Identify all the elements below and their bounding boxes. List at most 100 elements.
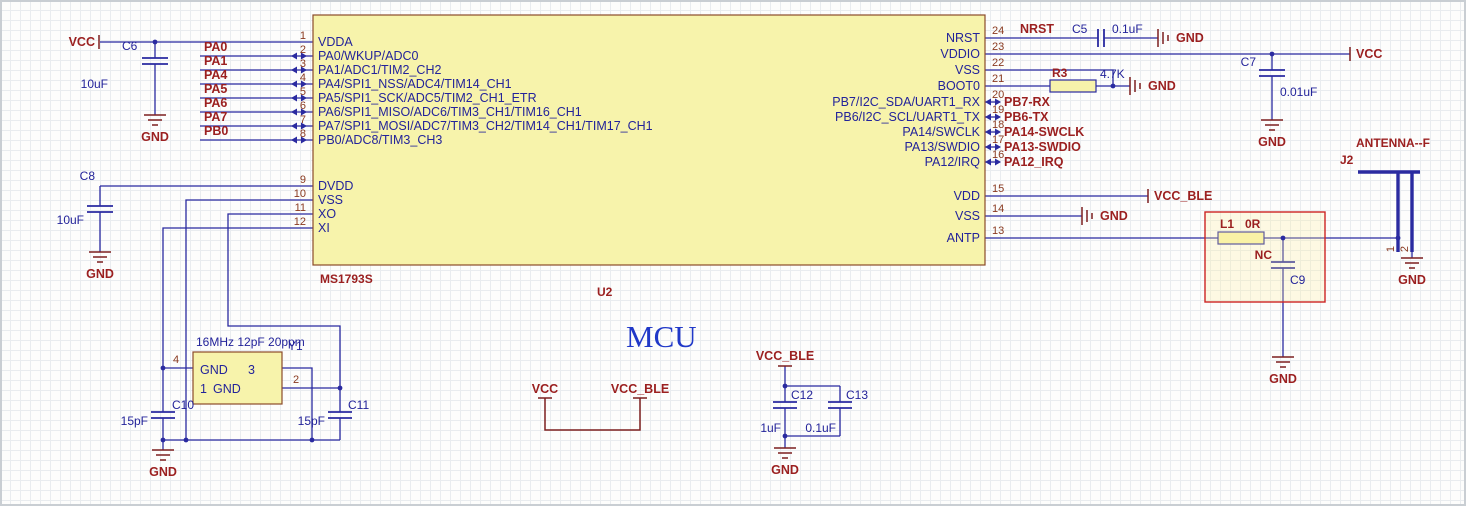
mcu-designator: U2 (597, 285, 613, 299)
pin-name-pb7: PB7/I2C_SDA/UART1_RX (832, 95, 980, 109)
pin-num-20: 20 (992, 89, 1004, 101)
c12-value: 1uF (760, 421, 781, 435)
c12-ref: C12 (791, 388, 813, 402)
net-label-pa12irq: PA12_IRQ (1004, 155, 1064, 169)
pin-num-10: 10 (294, 188, 306, 200)
net-label-nrst: NRST (1020, 22, 1054, 36)
pin-name-antp: ANTP (947, 231, 980, 245)
net-label-pa0: PA0 (204, 40, 227, 54)
pin-name-pa4: PA4/SPI1_NSS/ADC4/TIM14_CH1 (318, 77, 512, 91)
capacitor-c9[interactable] (1271, 261, 1295, 269)
pin-name-pb0: PB0/ADC8/TIM3_CH3 (318, 133, 442, 147)
c8-ref: C8 (80, 169, 96, 183)
c11-value: 15pF (298, 414, 325, 428)
capacitor-c6[interactable] (142, 57, 168, 65)
pin-num-4: 4 (300, 72, 306, 84)
pin-num-8: 8 (300, 128, 306, 140)
pin-name-nrst: NRST (946, 31, 980, 45)
capacitor-c12[interactable] (773, 401, 797, 409)
crystal-y1-body[interactable] (192, 351, 283, 405)
mcu-ic-body[interactable] (312, 14, 986, 266)
pin-name-pa0: PA0/WKUP/ADC0 (318, 49, 419, 63)
gnd-label-c9: GND (1269, 372, 1297, 386)
gnd-label-vss14: GND (1100, 209, 1128, 223)
pin-num-1: 1 (300, 30, 306, 42)
c5-value: 0.1uF (1112, 22, 1143, 36)
gnd-icon-xtal (152, 449, 174, 461)
vcc-label-tie: VCC (532, 382, 558, 396)
pin-name-vdda: VDDA (318, 35, 353, 49)
pin-num-5: 5 (300, 86, 306, 98)
gnd-icon-c6 (144, 114, 166, 126)
y1-ref: Y1 (288, 339, 303, 353)
junction-dots (152, 39, 1401, 443)
gnd-label-j2: GND (1398, 273, 1426, 287)
gnd-label-c6: GND (141, 130, 169, 144)
gnd-icon-c12 (774, 447, 796, 459)
wire-vss-left (185, 199, 313, 440)
pin-name-pa14: PA14/SWCLK (902, 125, 980, 139)
capacitor-c5[interactable] (1097, 29, 1105, 47)
c9-note-nc: NC (1255, 248, 1273, 262)
gnd-icon-c8 (89, 251, 111, 263)
antenna-connector-j2[interactable] (1358, 170, 1420, 252)
pin-num-23: 23 (992, 41, 1004, 53)
pin-name-vdd: VDD (954, 189, 980, 203)
pin-num-15: 15 (992, 183, 1004, 195)
pin-name-pb6: PB6/I2C_SCL/UART1_TX (835, 110, 981, 124)
c6-ref: C6 (122, 39, 138, 53)
resistor-r3-body[interactable] (1049, 79, 1097, 93)
capacitor-c11[interactable] (328, 411, 352, 419)
pin-num-18: 18 (992, 119, 1004, 131)
gnd-label-r3: GND (1148, 79, 1176, 93)
r3-value: 4.7K (1100, 67, 1125, 81)
net-label-pa4: PA4 (204, 68, 227, 82)
vccble-label-tie: VCC_BLE (611, 382, 669, 396)
net-label-pa1: PA1 (204, 54, 227, 68)
gnd-icon-vss14 (1081, 207, 1093, 225)
pin-num-3: 3 (300, 58, 306, 70)
bidir-arrow-icon (291, 108, 307, 116)
c10-value: 15pF (121, 414, 148, 428)
c11-ref: C11 (348, 398, 369, 412)
wire-xtal-pin3 (282, 367, 313, 440)
wire-vss22 (985, 69, 1114, 86)
y1-pin3-num: 3 (248, 363, 255, 377)
power-symbols (89, 29, 1423, 461)
c5-ref: C5 (1072, 22, 1088, 36)
pin-num-7: 7 (300, 114, 306, 126)
mcu-part-number: MS1793S (320, 272, 373, 286)
vcc-label-right: VCC (1356, 47, 1382, 61)
net-label-pa7: PA7 (204, 110, 227, 124)
bidir-arrow-icon (985, 128, 1001, 136)
pin-num-16: 16 (992, 149, 1004, 161)
gnd-icon-r3 (1129, 77, 1141, 95)
bidir-arrow-icon (985, 113, 1001, 121)
capacitor-c8[interactable] (87, 205, 113, 213)
net-label-pb7rx: PB7-RX (1004, 95, 1051, 109)
pin-num-17: 17 (992, 134, 1004, 146)
annotation-red-box (1204, 211, 1326, 303)
gnd-label-c7: GND (1258, 135, 1286, 149)
y1-pin1-name: GND (213, 382, 241, 396)
gnd-icon-j2 (1401, 257, 1423, 269)
pin-name-xi: XI (318, 221, 330, 235)
capacitor-c7[interactable] (1259, 69, 1285, 77)
pin-name-vss22: VSS (955, 63, 980, 77)
j2-pin2-num: 2 (1399, 246, 1411, 252)
capacitor-c13[interactable] (828, 401, 852, 409)
pin-name-vddio: VDDIO (940, 47, 980, 61)
bidir-arrow-icon (985, 143, 1001, 151)
capacitor-c10[interactable] (151, 411, 175, 419)
l1-value: 0R (1245, 217, 1261, 231)
pin-num-6: 6 (300, 100, 306, 112)
mcu-title: MCU (626, 319, 697, 354)
bidir-arrow-icon (291, 80, 307, 88)
pin-num-9: 9 (300, 174, 306, 186)
gnd-icon-c9 (1272, 356, 1294, 368)
inductor-l1-body[interactable] (1217, 231, 1265, 245)
gnd-label-c8: GND (86, 267, 114, 281)
pin-direction-arrows (291, 52, 1001, 166)
pin-num-11: 11 (295, 202, 306, 214)
net-label-pa5: PA5 (204, 82, 227, 96)
